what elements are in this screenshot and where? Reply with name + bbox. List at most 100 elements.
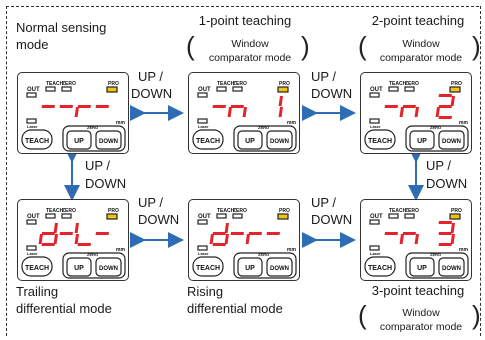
mm-label: mm: [116, 247, 125, 253]
arrow-label-a3: UP /: [85, 158, 111, 173]
pro-led: [277, 86, 289, 93]
two-point-paren-left: (: [358, 31, 367, 61]
teach-button: [364, 129, 396, 150]
one-point-paren-right: ): [301, 31, 310, 61]
trailing-mode-title2: differential mode: [16, 301, 112, 316]
display-digit-0: [209, 223, 229, 246]
teach-label: TEACH: [389, 81, 407, 87]
teach-label: TEACH: [389, 208, 407, 214]
normal-mode-title2: mode: [16, 37, 49, 52]
down-button: [95, 130, 122, 150]
zero-small-label: ZERO: [258, 252, 269, 257]
down-button-label: DOWN: [270, 266, 289, 272]
laser-led: [197, 118, 208, 124]
arrow-label-a6b: DOWN: [311, 212, 353, 227]
display-digit-1: [227, 105, 247, 117]
display-digit-1: [59, 232, 73, 235]
pro-label: PRO: [108, 81, 119, 87]
teach-led: [216, 86, 227, 92]
trailing-mode-title: Trailing: [16, 284, 59, 299]
mm-label: mm: [116, 120, 125, 126]
out-led: [197, 92, 208, 98]
laser-label: Laser: [198, 124, 209, 129]
display-digit-3: [266, 232, 280, 235]
arrow-label-a4: UP /: [426, 158, 452, 173]
up-button: [66, 130, 92, 150]
out-led: [197, 219, 208, 225]
one-point-sub2: comparator mode: [208, 52, 292, 64]
teach-button: [21, 256, 53, 277]
out-led: [369, 92, 380, 98]
display-digit-1: [230, 232, 244, 235]
display-digit-1: [399, 232, 419, 244]
down-button-label: DOWN: [99, 266, 118, 272]
teach-label: TEACH: [46, 81, 64, 87]
down-button: [438, 257, 465, 277]
down-button: [438, 130, 465, 150]
teach-led: [388, 213, 399, 219]
out-label: OUT: [198, 87, 211, 93]
teach-button-label: TEACH: [25, 138, 49, 145]
up-button-label: UP: [245, 138, 255, 145]
laser-label: Laser: [370, 124, 381, 129]
out-led: [26, 219, 37, 225]
display-digit-3: [438, 221, 455, 246]
zero-label: ZERO: [62, 208, 76, 214]
teach-button: [192, 256, 224, 277]
up-button: [409, 130, 435, 150]
frame-left-border: [6, 6, 7, 336]
two-point-paren-right: ): [472, 31, 481, 61]
three-point-paren-left: (: [358, 300, 367, 330]
arrow-label-a5: UP /: [138, 195, 164, 210]
down-button: [266, 130, 293, 150]
three-point-sub2: comparator mode: [379, 321, 463, 333]
up-button: [66, 257, 92, 277]
up-button-label: UP: [417, 138, 427, 145]
rising-mode-title2: differential mode: [187, 301, 283, 316]
out-label: OUT: [27, 214, 40, 220]
laser-label: Laser: [370, 251, 381, 256]
up-button: [237, 130, 263, 150]
out-label: OUT: [370, 214, 383, 220]
three-point-title: 3-point teaching: [371, 283, 465, 298]
up-button: [237, 257, 263, 277]
teach-led: [45, 86, 56, 92]
display-digit-3: [435, 94, 455, 119]
zero-led: [232, 213, 243, 219]
teach-led: [45, 213, 56, 219]
teach-button-label: TEACH: [368, 138, 392, 145]
display-digit-0: [38, 223, 58, 246]
display-digit-1: [399, 105, 419, 117]
zero-led: [61, 86, 72, 92]
frame-right-border: [480, 6, 481, 336]
down-button-label: DOWN: [270, 139, 289, 145]
one-point-title: 1-point teaching: [198, 13, 292, 28]
down-button: [266, 257, 293, 277]
arrow-label-a6: UP /: [311, 195, 337, 210]
pro-label: PRO: [279, 81, 290, 87]
zero-led: [404, 213, 415, 219]
two-point-sub2: comparator mode: [379, 52, 463, 64]
down-button-label: DOWN: [442, 266, 461, 272]
display-digit-0: [384, 105, 398, 108]
zero-led: [61, 213, 72, 219]
arrow-label-a3b: DOWN: [85, 176, 127, 191]
out-label: OUT: [370, 87, 383, 93]
display-digit-1: [59, 105, 73, 108]
three-point-paren-right: ): [472, 300, 481, 330]
pro-led: [106, 86, 118, 93]
up-button-label: UP: [74, 138, 84, 145]
normal-mode-title: Normal sensing: [16, 20, 107, 35]
arrow-label-a2b: DOWN: [311, 86, 353, 101]
display-digit-0: [41, 105, 55, 108]
teach-button-label: TEACH: [368, 265, 392, 272]
pro-led: [106, 213, 118, 220]
pro-led: [449, 86, 461, 93]
laser-led: [26, 118, 37, 124]
up-button: [409, 257, 435, 277]
pro-led: [449, 213, 461, 220]
